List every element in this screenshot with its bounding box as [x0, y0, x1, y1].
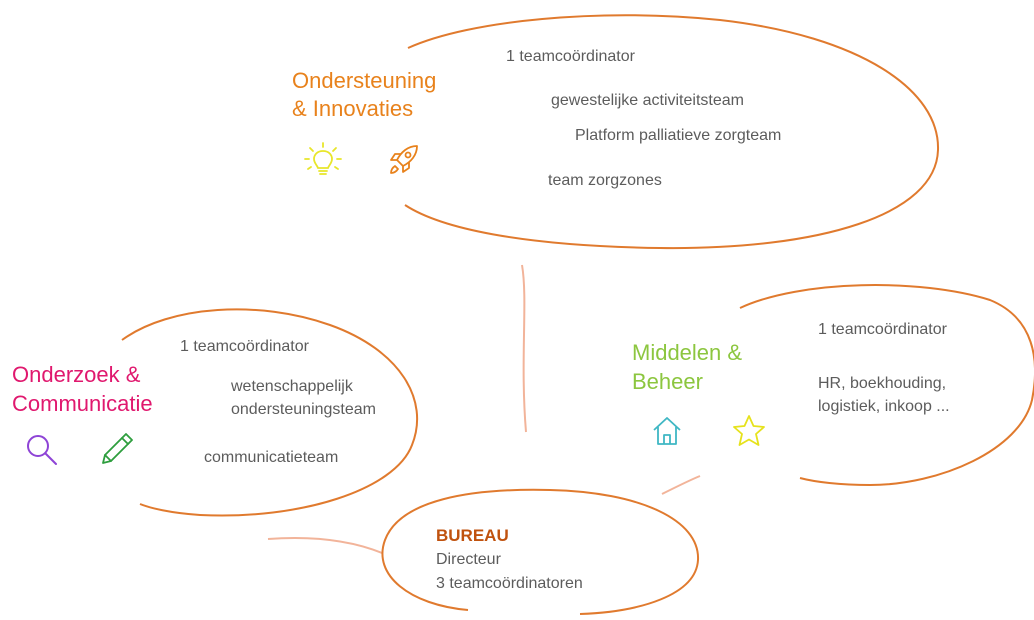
ellipse-bureau — [381, 488, 700, 615]
connector-left-bureau — [267, 537, 383, 554]
bureau-title: BUREAU — [436, 526, 509, 545]
onderzoek-team-1-line1: wetenschappelijk — [231, 378, 353, 395]
search-icon — [27, 435, 57, 465]
middelen-coordinator: 1 teamcoördinator — [818, 321, 947, 338]
heading-ondersteuning-line1: Ondersteuning — [292, 68, 437, 93]
middelen-team-1-line1: HR, boekhouding, — [818, 375, 947, 392]
ondersteuning-team-3: team zorgzones — [548, 172, 662, 189]
ondersteuning-coordinator: 1 teamcoördinator — [506, 48, 635, 65]
heading-middelen-line1: Middelen & — [632, 340, 743, 365]
pen-icon — [102, 433, 133, 464]
onderzoek-team-2: communicatieteam — [204, 449, 339, 466]
onderzoek-coordinator: 1 teamcoördinator — [180, 338, 309, 355]
onderzoek-team-1-line2: ondersteuningsteam — [231, 401, 376, 418]
heading-ondersteuning-line2: & Innovaties — [292, 96, 414, 121]
bureau-line-1: Directeur — [436, 551, 501, 568]
connector-right-bureau — [661, 475, 701, 495]
star-icon — [733, 415, 765, 446]
ondersteuning-team-1: gewestelijke activiteitsteam — [551, 92, 744, 109]
ellipse-middelen — [739, 284, 1034, 487]
middelen-team-1-line2: logistiek, inkoop ... — [818, 398, 950, 415]
heading-onderzoek-line1: Onderzoek & — [12, 362, 141, 387]
rocket-icon — [390, 145, 418, 174]
heading-middelen-line2: Beheer — [632, 369, 703, 394]
home-icon — [653, 417, 681, 445]
heading-onderzoek-line2: Communicatie — [12, 391, 153, 416]
ellipse-onderzoek — [121, 308, 419, 517]
bureau-line-2: 3 teamcoördinatoren — [436, 575, 583, 592]
ellipse-ondersteuning — [404, 14, 940, 250]
connector-top-bureau — [521, 264, 527, 433]
ondersteuning-team-2: Platform palliatieve zorgteam — [575, 127, 782, 144]
lightbulb-icon — [304, 142, 342, 175]
